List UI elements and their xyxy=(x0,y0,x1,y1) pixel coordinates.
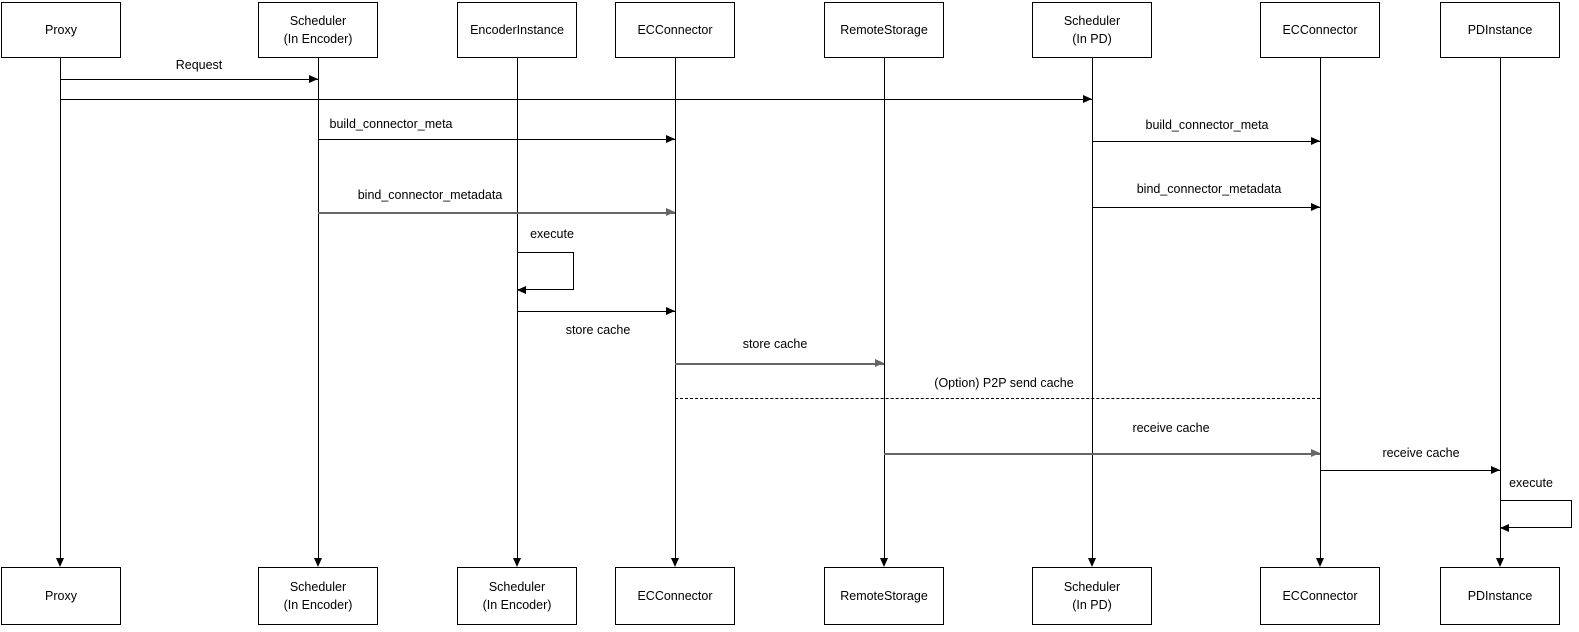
lifeline-end-arrow-icon-scheduler-in-pd xyxy=(1088,558,1096,567)
participant-header-encoder-instance[interactable]: EncoderInstance xyxy=(457,2,577,58)
participant-label-secondary: (In PD) xyxy=(1072,32,1112,46)
participant-footer-scheduler-in-encoder[interactable]: Scheduler (In Encoder) xyxy=(258,567,378,625)
lifeline-end-arrow-icon-ec-connector-encoder xyxy=(671,558,679,567)
message-line-receive-cache-instance[interactable] xyxy=(1320,470,1500,471)
message-arrow-icon-build-connector-meta-pd xyxy=(1311,137,1320,145)
participant-header-ec-connector-encoder[interactable]: ECConnector xyxy=(615,2,735,58)
participant-label-primary: Proxy xyxy=(45,588,77,603)
self-message-label-execute-encoder: execute xyxy=(530,227,574,241)
participant-label-secondary: (In Encoder) xyxy=(283,32,353,46)
participant-footer-ec-connector-encoder[interactable]: ECConnector xyxy=(615,567,735,625)
self-message-arrow-icon-execute-encoder xyxy=(517,286,526,294)
message-line-bind-connector-metadata-pd[interactable] xyxy=(1092,207,1320,208)
message-line-store-cache-remote[interactable] xyxy=(675,363,884,365)
lifeline-end-arrow-icon-proxy xyxy=(56,558,64,567)
message-label-store-cache-local: store cache xyxy=(565,323,631,337)
participant-label-secondary: (In Encoder) xyxy=(283,598,353,612)
participant-label-primary: ECConnector xyxy=(1282,22,1358,37)
self-message-loop-execute-pd[interactable] xyxy=(1500,500,1572,528)
participant-footer-pd-instance[interactable]: PDInstance xyxy=(1440,567,1560,625)
participant-label-primary: Scheduler xyxy=(488,579,546,594)
participant-header-pd-instance[interactable]: PDInstance xyxy=(1440,2,1560,58)
self-message-label-execute-pd: execute xyxy=(1509,476,1553,490)
message-line-p2p-send-cache[interactable] xyxy=(675,398,1320,399)
participant-label-primary: EncoderInstance xyxy=(470,22,564,37)
message-label-bind-connector-metadata-pd: bind_connector_metadata xyxy=(1136,182,1282,196)
self-message-loop-execute-encoder[interactable] xyxy=(517,252,574,290)
message-arrow-icon-receive-cache-storage xyxy=(1311,449,1320,457)
participant-label-primary: RemoteStorage xyxy=(840,588,928,603)
message-label-build-connector-meta-pd: build_connector_meta xyxy=(1145,118,1269,132)
participant-footer-proxy[interactable]: Proxy xyxy=(1,567,121,625)
participant-label-primary: PDInstance xyxy=(1467,588,1533,603)
participant-label-primary: Scheduler xyxy=(1063,579,1121,594)
lifeline-encoder-instance xyxy=(517,58,518,558)
participant-label-primary: Scheduler xyxy=(1063,13,1121,28)
lifeline-remote-storage xyxy=(884,58,885,558)
participant-footer-scheduler-in-pd[interactable]: Scheduler (In PD) xyxy=(1032,567,1152,625)
participant-footer-remote-storage[interactable]: RemoteStorage xyxy=(824,567,944,625)
message-arrow-icon-request xyxy=(309,75,318,83)
lifeline-end-arrow-icon-remote-storage xyxy=(880,558,888,567)
participant-label-primary: PDInstance xyxy=(1467,22,1533,37)
message-label-p2p-send-cache: (Option) P2P send cache xyxy=(934,376,1074,390)
participant-header-ec-connector-pd[interactable]: ECConnector xyxy=(1260,2,1380,58)
participant-header-scheduler-in-encoder[interactable]: Scheduler (In Encoder) xyxy=(258,2,378,58)
lifeline-scheduler-in-encoder xyxy=(318,58,319,558)
participant-label-secondary: (In PD) xyxy=(1072,598,1112,612)
message-arrow-icon-store-cache-remote xyxy=(875,359,884,367)
participant-label-primary: ECConnector xyxy=(637,588,713,603)
message-arrow-icon-bind-connector-metadata-encoder xyxy=(666,208,675,216)
message-label-receive-cache-storage: receive cache xyxy=(1132,421,1210,435)
message-line-proxy-to-scheduler-pd[interactable] xyxy=(60,99,1092,100)
lifeline-end-arrow-icon-scheduler-in-encoder xyxy=(314,558,322,567)
message-arrow-icon-receive-cache-instance xyxy=(1491,466,1500,474)
participant-header-remote-storage[interactable]: RemoteStorage xyxy=(824,2,944,58)
message-line-bind-connector-metadata-encoder[interactable] xyxy=(318,212,675,214)
message-label-store-cache-remote: store cache xyxy=(742,337,808,351)
message-label-bind-connector-metadata-encoder: bind_connector_metadata xyxy=(357,188,503,202)
message-arrow-icon-store-cache-local xyxy=(666,307,675,315)
self-message-arrow-icon-execute-pd xyxy=(1500,524,1509,532)
participant-label-primary: Scheduler xyxy=(289,13,347,28)
message-arrow-icon-bind-connector-metadata-pd xyxy=(1311,203,1320,211)
participant-header-scheduler-in-pd[interactable]: Scheduler (In PD) xyxy=(1032,2,1152,58)
lifeline-ec-connector-pd xyxy=(1320,58,1321,558)
participant-label-primary: ECConnector xyxy=(637,22,713,37)
message-arrow-icon-build-connector-meta-encoder xyxy=(666,135,675,143)
message-label-request: Request xyxy=(175,58,223,72)
message-arrow-icon-proxy-to-scheduler-pd xyxy=(1083,95,1092,103)
message-line-store-cache-local[interactable] xyxy=(517,311,675,312)
message-line-receive-cache-storage[interactable] xyxy=(884,453,1320,455)
participant-label-primary: ECConnector xyxy=(1282,588,1358,603)
participant-footer-ec-connector-pd[interactable]: ECConnector xyxy=(1260,567,1380,625)
lifeline-end-arrow-icon-pd-instance xyxy=(1496,558,1504,567)
message-line-build-connector-meta-encoder[interactable] xyxy=(318,139,675,140)
participant-header-proxy[interactable]: Proxy xyxy=(1,2,121,58)
lifeline-proxy xyxy=(60,58,61,558)
participant-label-primary: Proxy xyxy=(45,22,77,37)
participant-label-primary: Scheduler xyxy=(289,579,347,594)
lifeline-end-arrow-icon-ec-connector-pd xyxy=(1316,558,1324,567)
lifeline-end-arrow-icon-encoder-instance xyxy=(513,558,521,567)
participant-label-secondary: (In Encoder) xyxy=(482,598,552,612)
lifeline-scheduler-in-pd xyxy=(1092,58,1093,558)
message-line-request[interactable] xyxy=(60,79,318,80)
message-label-build-connector-meta-encoder: build_connector_meta xyxy=(329,117,453,131)
participant-footer-scheduler-in-encoder-2[interactable]: Scheduler (In Encoder) xyxy=(457,567,577,625)
lifeline-ec-connector-encoder xyxy=(675,58,676,558)
lifeline-pd-instance xyxy=(1500,58,1501,558)
message-line-build-connector-meta-pd[interactable] xyxy=(1092,141,1320,142)
participant-label-primary: RemoteStorage xyxy=(840,22,928,37)
message-label-receive-cache-instance: receive cache xyxy=(1382,446,1460,460)
